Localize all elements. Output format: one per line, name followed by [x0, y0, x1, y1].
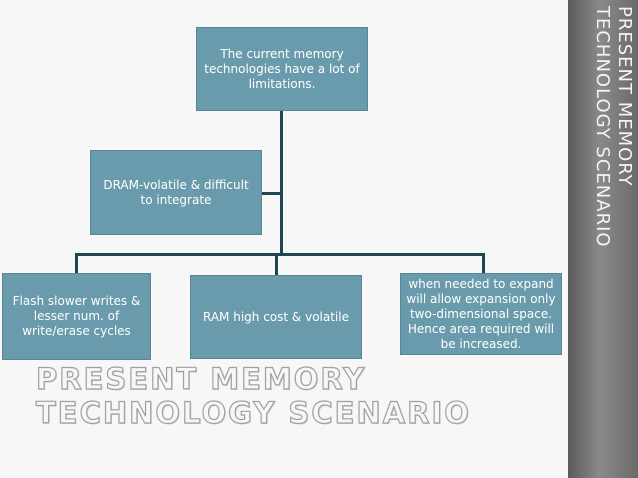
connector-side-branch: [262, 192, 282, 195]
flash-node: Flash slower writes & lesser num. of wri…: [2, 273, 151, 360]
connector-drop-center: [275, 253, 278, 275]
ram-node: RAM high cost & volatile: [190, 275, 362, 359]
root-node: The current memory technologies have a l…: [196, 27, 368, 111]
side-banner: PRESENT MEMORY TECHNOLOGY SCENARIO: [568, 0, 638, 478]
side-banner-title: PRESENT MEMORY TECHNOLOGY SCENARIO: [592, 6, 635, 248]
slide-title: PRESENT MEMORY TECHNOLOGY SCENARIO: [35, 361, 471, 430]
connector-drop-left: [75, 253, 78, 273]
dram-node: DRAM-volatile & difficult to integrate: [90, 150, 262, 235]
connector-drop-right: [482, 253, 485, 273]
expansion-node: when needed to expand will allow expansi…: [400, 273, 562, 355]
connector-root-trunk: [280, 110, 283, 255]
connector-horizontal-bar: [75, 253, 485, 256]
